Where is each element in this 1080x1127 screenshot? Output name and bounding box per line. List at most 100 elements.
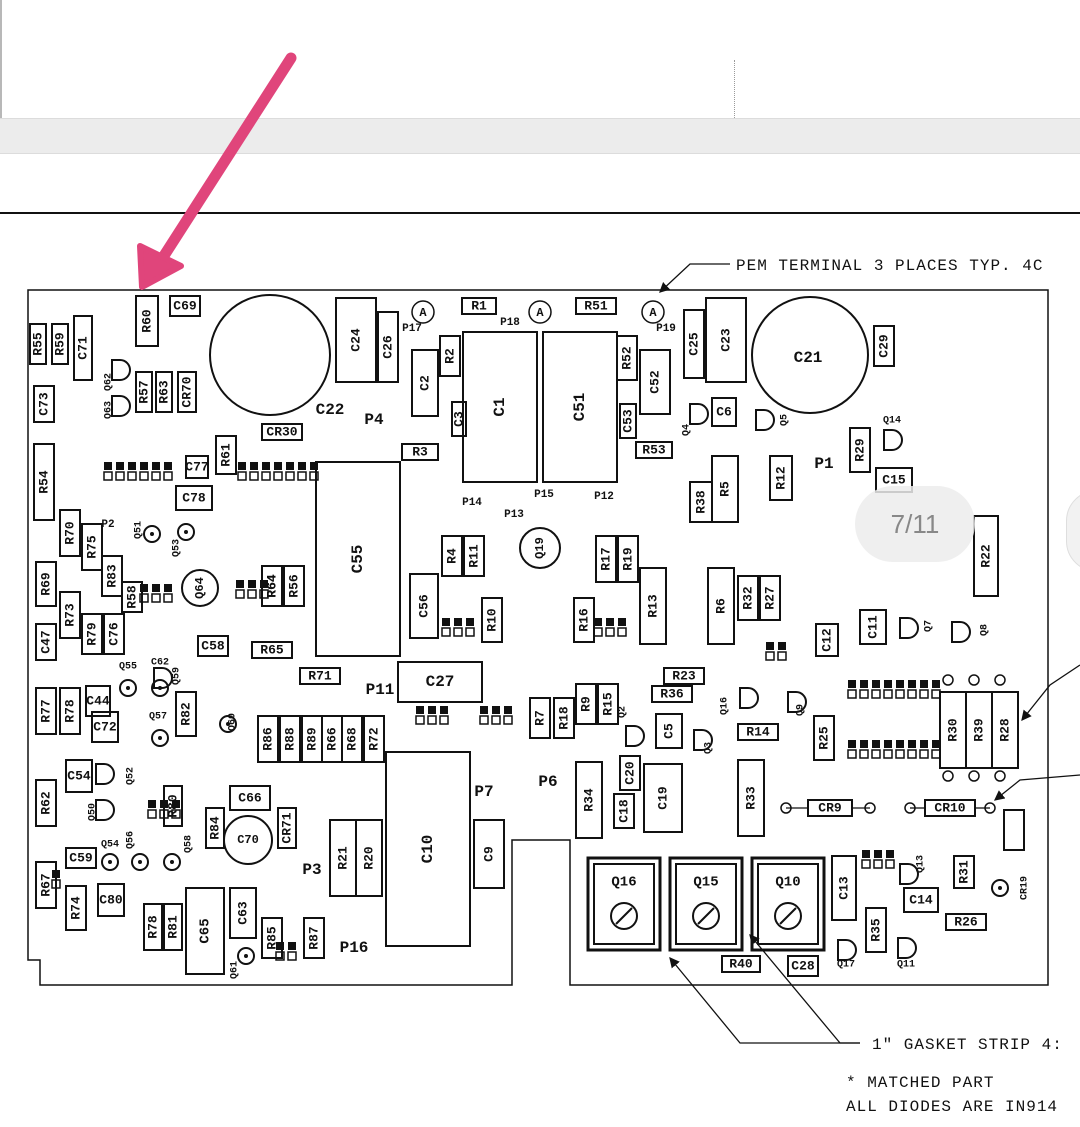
label-q4: Q4 bbox=[682, 424, 693, 436]
page-gap-band bbox=[0, 118, 1080, 154]
diode-strip-cr59 bbox=[235, 580, 269, 599]
label-r87: R87 bbox=[306, 926, 321, 949]
component-r69: R69 bbox=[35, 561, 57, 607]
component-c3: C3 bbox=[451, 401, 467, 437]
label-q51: Q51 bbox=[134, 521, 145, 539]
label-r85: R85 bbox=[264, 926, 279, 950]
component-r34: R34 bbox=[575, 761, 603, 839]
label-q2: Q2 bbox=[618, 706, 629, 718]
component-c13: C13 bbox=[831, 855, 857, 921]
lead-pad bbox=[942, 674, 954, 686]
component-q50: Q50 bbox=[88, 799, 115, 821]
label-q60: Q60 bbox=[228, 713, 239, 731]
component-q4: Q4 bbox=[682, 403, 709, 436]
component-r89: R89 bbox=[301, 715, 323, 763]
label-c14: C14 bbox=[909, 892, 933, 907]
component-r36: R36 bbox=[651, 685, 693, 703]
label-c23: C23 bbox=[718, 328, 733, 352]
label-c76: C76 bbox=[106, 622, 121, 646]
component-r70: R70 bbox=[59, 509, 81, 557]
pem-terminal-2-glyph: A bbox=[536, 306, 544, 320]
component-c9: C9 bbox=[473, 819, 505, 889]
component-c23: C23 bbox=[705, 297, 747, 383]
label-r36: R36 bbox=[660, 686, 684, 701]
label-r84: R84 bbox=[207, 816, 222, 840]
pem-leader bbox=[659, 263, 730, 293]
label-c9: C9 bbox=[481, 846, 496, 862]
label-c63: C63 bbox=[235, 901, 250, 925]
component-c77: C77 bbox=[185, 455, 209, 479]
label-c77: C77 bbox=[185, 459, 208, 474]
component-r30: R30 bbox=[939, 691, 967, 769]
label-c73: C73 bbox=[36, 392, 51, 416]
label-r15: R15 bbox=[600, 692, 615, 716]
lead-pad bbox=[994, 770, 1006, 782]
label-r55: R55 bbox=[30, 332, 45, 356]
component-r55: R55 bbox=[29, 323, 47, 365]
label-c65: C65 bbox=[198, 918, 214, 943]
component-c70: C70 bbox=[223, 815, 273, 865]
pem-terminal-note: PEM TERMINAL 3 PLACES TYP. 4C bbox=[736, 257, 1043, 275]
component-c58: C58 bbox=[197, 635, 229, 657]
component-r54: R54 bbox=[33, 443, 55, 521]
matched-part-note: * MATCHED PART bbox=[846, 1074, 994, 1092]
component-q2: Q2 bbox=[618, 706, 645, 747]
label-c58: C58 bbox=[201, 638, 225, 653]
pem-terminal-1: A bbox=[411, 300, 435, 324]
component-r71: R71 bbox=[299, 667, 341, 685]
diodes-note: ALL DIODES ARE IN914 bbox=[846, 1098, 1058, 1116]
label-c66: C66 bbox=[238, 790, 262, 805]
region-p17: P17 bbox=[402, 323, 422, 335]
component-q62: Q62 bbox=[104, 359, 131, 391]
pem-terminal-1-glyph: A bbox=[419, 306, 427, 320]
label-c18: C18 bbox=[616, 799, 631, 823]
component-r60: R60 bbox=[135, 295, 159, 347]
component-q51: Q51 bbox=[134, 521, 161, 543]
region-p14: P14 bbox=[462, 497, 482, 509]
pem-terminal-3-glyph: A bbox=[649, 306, 657, 320]
label-c15: C15 bbox=[882, 472, 906, 487]
component-r82: R82 bbox=[175, 691, 197, 737]
component-cr9: CR9 bbox=[807, 799, 853, 817]
component-q61: Q61 bbox=[230, 947, 255, 979]
component-r53: R53 bbox=[635, 441, 673, 459]
label-r54: R54 bbox=[36, 470, 51, 494]
label-c5: C5 bbox=[661, 723, 676, 739]
label-cr30: CR30 bbox=[266, 424, 297, 439]
component-q13: Q13 bbox=[899, 855, 927, 885]
component-r32: R32 bbox=[737, 575, 759, 621]
label-r35: R35 bbox=[868, 918, 883, 942]
component-c69: C69 bbox=[169, 295, 201, 317]
component-c59: C59 bbox=[65, 847, 97, 869]
component-c62: C62 bbox=[151, 658, 173, 689]
region-p11: P11 bbox=[366, 681, 395, 699]
diode-strip-cr62 bbox=[147, 800, 181, 819]
label-r67: R67 bbox=[38, 873, 53, 896]
component-q63: Q63 bbox=[104, 395, 131, 419]
component-r79: R79 bbox=[81, 613, 103, 655]
component-r9: R9 bbox=[575, 683, 597, 725]
component-r52: R52 bbox=[616, 335, 638, 381]
component-c21: C21 bbox=[751, 296, 869, 414]
component-c28: C28 bbox=[787, 955, 819, 977]
label-q52: Q52 bbox=[126, 767, 137, 785]
component-c66: C66 bbox=[229, 785, 271, 811]
label-c70: C70 bbox=[237, 833, 259, 847]
label-q50: Q50 bbox=[88, 803, 99, 821]
component-c27: C27 bbox=[397, 661, 483, 703]
diode-strip-cr61 bbox=[51, 870, 61, 889]
label-r5: R5 bbox=[717, 481, 732, 497]
label-q10: Q10 bbox=[775, 875, 800, 891]
component-c12: C12 bbox=[815, 623, 839, 657]
component-c18: C18 bbox=[613, 793, 635, 829]
label-r31: R31 bbox=[956, 860, 971, 884]
label-c59: C59 bbox=[69, 850, 93, 865]
component-r72: R72 bbox=[363, 715, 385, 763]
component-c24: C24 bbox=[335, 297, 377, 383]
label-c12: C12 bbox=[819, 628, 834, 652]
component-r81: R81 bbox=[163, 903, 183, 951]
component-r2: R2 bbox=[439, 335, 461, 377]
diode-strip-cr65 bbox=[275, 942, 297, 961]
region-p6: P6 bbox=[538, 773, 557, 791]
component-c73: C73 bbox=[33, 385, 55, 423]
